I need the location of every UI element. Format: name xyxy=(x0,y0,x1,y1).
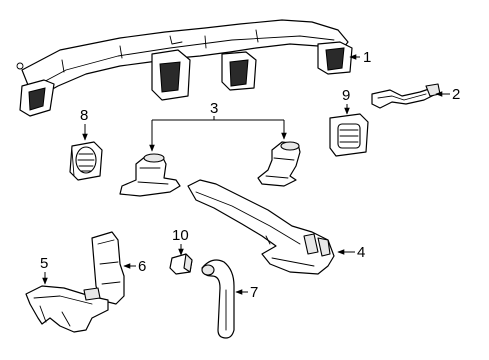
callout-3: 3 xyxy=(210,100,218,117)
floor-duct-right xyxy=(257,141,301,187)
callout-10: 10 xyxy=(172,227,189,244)
callout-2: 2 xyxy=(452,86,460,103)
main-dash-duct xyxy=(16,19,353,117)
rear-duct-tube xyxy=(201,259,235,339)
callout-6: 6 xyxy=(138,258,146,275)
callout-4: 4 xyxy=(357,244,365,261)
duct-clip xyxy=(169,253,193,275)
callout-5: 5 xyxy=(40,255,48,272)
console-duct xyxy=(91,231,125,305)
leader-3-bracket xyxy=(151,116,285,150)
callout-8: 8 xyxy=(80,107,88,124)
right-side-vent xyxy=(329,113,369,157)
callout-1: 1 xyxy=(363,49,371,66)
leader-lines xyxy=(42,54,450,295)
callouts: 1 2 3 4 5 6 7 8 9 10 xyxy=(40,49,460,301)
lower-console-duct xyxy=(25,285,109,333)
callout-9: 9 xyxy=(342,87,350,104)
center-floor-duct xyxy=(187,179,335,275)
side-window-duct xyxy=(371,83,441,109)
left-side-vent xyxy=(69,141,103,181)
floor-duct-left xyxy=(119,153,181,197)
callout-7: 7 xyxy=(250,284,258,301)
